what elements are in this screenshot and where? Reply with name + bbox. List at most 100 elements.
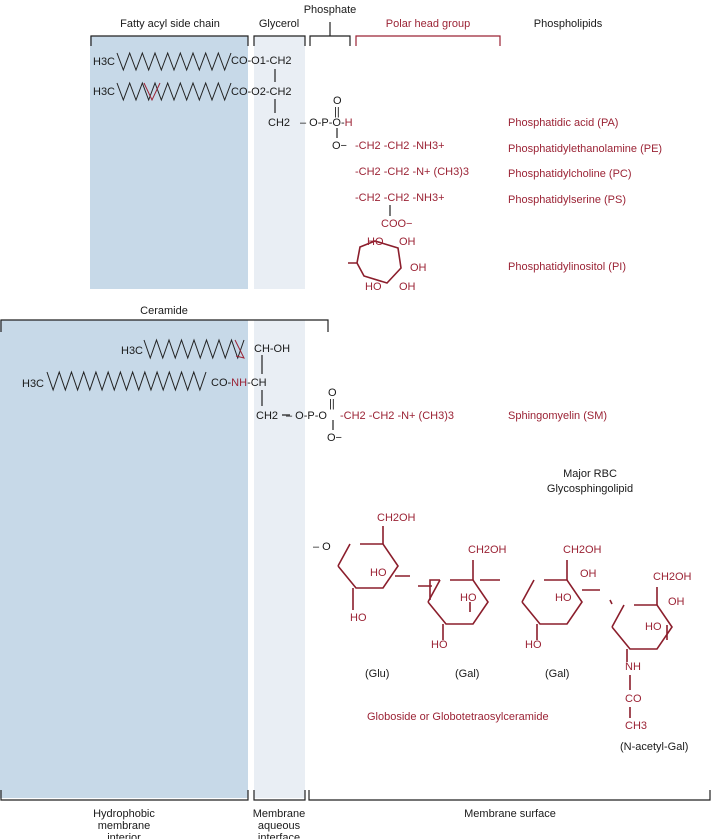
sphingosine-double-bond — [234, 339, 245, 359]
glyco-o-link: – O — [313, 541, 331, 553]
gal1-bonds — [442, 560, 500, 640]
interface-band-top — [254, 36, 305, 289]
footer-interface: Membrane — [252, 808, 306, 820]
glu-ho: HO — [370, 567, 387, 579]
glu-ho: HO — [350, 612, 367, 624]
phosphate-o-minus: O− — [332, 140, 347, 152]
hydrophobic-band-top — [90, 36, 248, 289]
footer-interior: interior — [107, 832, 141, 839]
nacgal-ch3: CH3 — [625, 720, 648, 732]
sm-choline: -CH2 -CH2 -N+ (CH3)3 — [340, 410, 454, 422]
globoside-name: Globoside or Globotetraosylceramide — [367, 711, 549, 723]
hydrophobic-band-bottom — [0, 320, 248, 798]
bracket-fatty-acyl — [90, 35, 249, 46]
glucose-ring — [337, 543, 399, 589]
cis-double-bond — [143, 82, 161, 102]
gal1-ch2oh: CH2OH — [468, 544, 507, 556]
footer-interface: interface — [257, 832, 301, 839]
nacgal-ho: HO — [645, 621, 662, 633]
pe-group: -CH2 -CH2 -NH3+ — [355, 140, 445, 152]
phosphate-o: O — [333, 95, 342, 107]
header-phospholipids: Phospholipids — [533, 18, 603, 30]
ester-1: CO-O1-CH2 — [231, 55, 292, 67]
nacgal-nh: NH — [625, 661, 641, 673]
glu-label: (Glu) — [365, 668, 390, 680]
bracket-phosphate — [309, 22, 351, 46]
amide-ch: -CH — [247, 377, 267, 389]
inositol-ho: HO — [365, 281, 382, 293]
header-fatty-acyl: Fatty acyl side chain — [120, 18, 220, 30]
footer-interior: membrane — [97, 820, 151, 832]
header-polar-head: Polar head group — [385, 18, 471, 30]
fatty-acid-chain-1 — [116, 51, 232, 72]
double-bond: || — [334, 106, 340, 118]
gal1-label: (Gal) — [455, 668, 480, 680]
gal1-ho: HO — [460, 592, 477, 604]
glycerol-ch2: CH2 — [268, 117, 291, 129]
name-pa: Phosphatidic acid (PA) — [508, 117, 619, 129]
footer-interior: Hydrophobic — [93, 808, 155, 820]
methyl-2: H3C — [93, 86, 116, 98]
nacgal-label: (N-acetyl-Gal) — [620, 741, 689, 753]
nacgal-ring — [611, 604, 673, 650]
sphingosine-methyl: H3C — [121, 345, 144, 357]
ps-group: -CH2 -CH2 -NH3+ — [355, 192, 445, 204]
ester-2: CO-O2-CH2 — [231, 86, 292, 98]
ps-coo: COO− — [381, 218, 413, 230]
bracket-interface — [253, 790, 306, 801]
sphingosine-chain — [143, 338, 245, 360]
gal1-ho: HO — [431, 639, 448, 651]
nacgal-bonds — [626, 587, 668, 718]
ch-oh: CH-OH — [254, 343, 291, 355]
inositol-oh: OH — [410, 262, 427, 274]
amide-co: CO- — [211, 377, 232, 389]
amide: CO-NH-CH — [211, 377, 267, 390]
phosphate-h: H — [344, 117, 353, 129]
gal2-ch2oh: CH2OH — [563, 544, 602, 556]
bracket-ceramide — [0, 319, 329, 332]
bracket-surface — [308, 790, 711, 801]
pc-group: -CH2 -CH2 -N+ (CH3)3 — [355, 166, 469, 178]
footer-surface: Membrane surface — [464, 808, 556, 820]
header-glycerol: Glycerol — [258, 18, 300, 30]
glu-ch2oh: CH2OH — [377, 512, 416, 524]
inositol-oh: OH — [399, 281, 416, 293]
fatty-methyl: H3C — [22, 378, 45, 390]
sphingo-double-bond: || — [329, 398, 335, 410]
bracket-polar-head — [355, 35, 501, 46]
bracket-glycerol — [253, 35, 306, 46]
name-pc: Phosphatidylcholine (PC) — [508, 168, 632, 180]
gal2-ho: HO — [555, 592, 572, 604]
methyl-1: H3C — [93, 56, 116, 68]
gal2-oh: OH — [580, 568, 597, 580]
bracket-interior — [0, 790, 249, 801]
name-pi: Phosphatidylinositol (PI) — [508, 261, 627, 273]
phosphate-group: – O-P-O-H — [300, 117, 353, 130]
inositol-ho: HO — [367, 236, 384, 248]
inositol-ring — [348, 240, 402, 284]
name-ps: Phosphatidylserine (PS) — [508, 194, 627, 206]
glyco-title-1: Major RBC — [563, 468, 617, 480]
phosphate-text: – O-P-O- — [300, 117, 345, 129]
inositol-oh: OH — [399, 236, 416, 248]
sphingo-phosphate: – O-P-O — [286, 410, 327, 422]
sphingo-o-minus: O− — [327, 432, 342, 444]
sphingo-ch2: CH2 — [256, 410, 279, 422]
glu-bonds — [352, 526, 440, 610]
galactose-ring-1 — [427, 579, 489, 625]
header-ceramide: Ceramide — [140, 305, 188, 317]
nacgal-ch2oh: CH2OH — [653, 571, 692, 583]
name-sm: Sphingomyelin (SM) — [508, 410, 608, 422]
header-phosphate: Phosphate — [303, 4, 357, 16]
ceramide-fatty-chain — [46, 370, 207, 392]
sphingo-o: O — [328, 387, 337, 399]
name-pe: Phosphatidylethanolamine (PE) — [508, 143, 663, 155]
nacgal-oh: OH — [668, 596, 685, 608]
footer-interface: aqueous — [257, 820, 301, 832]
amide-nh: NH — [231, 377, 248, 389]
gal2-bonds — [536, 560, 613, 640]
galactose-ring-2 — [521, 579, 583, 625]
fatty-acid-chain-2 — [116, 81, 232, 102]
